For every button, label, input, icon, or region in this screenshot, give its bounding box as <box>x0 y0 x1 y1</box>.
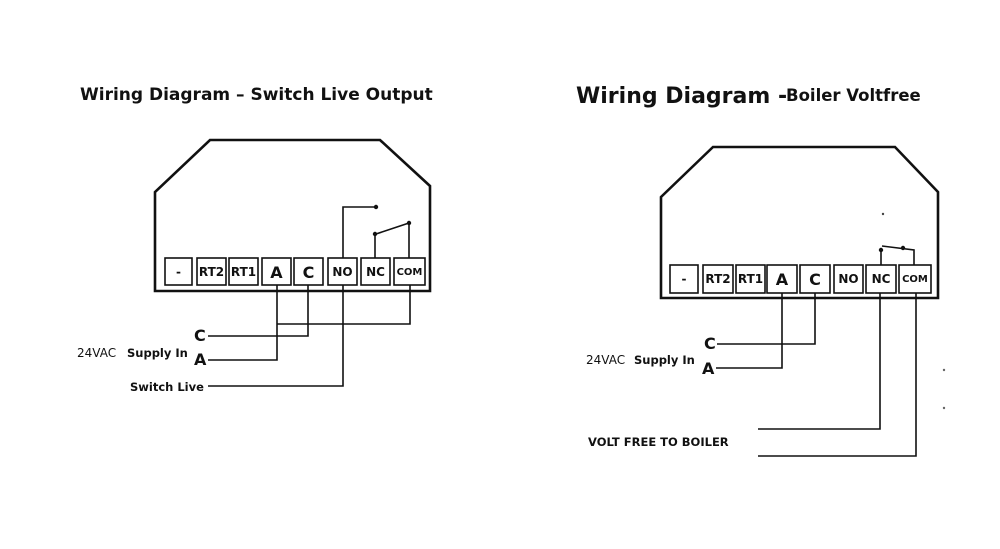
left-label-supply-in: Supply In <box>127 346 188 360</box>
right-relay-nc-contact <box>878 247 884 253</box>
right-terminal-nc <box>865 264 897 294</box>
right-terminal-minus-label: - <box>682 272 687 286</box>
right-terminal-com <box>898 264 932 294</box>
left-terminal-block: - RT2 RT1 A C NO NC COM <box>164 257 426 286</box>
left-terminal-a-label: A <box>270 263 283 282</box>
left-wire-a-to-com <box>277 285 411 325</box>
left-label-voltage: 24VAC <box>77 346 116 360</box>
left-diagram-title: Wiring Diagram – Switch Live Output <box>80 85 433 105</box>
right-terminal-rt1-label: RT1 <box>738 272 763 286</box>
right-terminal-no <box>833 264 864 294</box>
left-relay-no-contact <box>373 204 379 210</box>
right-terminal-c-label: C <box>809 270 821 289</box>
right-relay-no-contact <box>881 212 885 216</box>
right-label-voltage: 24VAC <box>586 353 625 367</box>
right-terminal-minus <box>669 264 699 294</box>
left-controller-housing <box>153 138 432 293</box>
left-terminal-rt2-label: RT2 <box>199 265 224 279</box>
right-wire-c <box>717 293 816 345</box>
right-wire-a <box>716 293 783 369</box>
right-label-volt-free: VOLT FREE TO BOILER <box>588 435 729 449</box>
left-label-a: A <box>194 350 207 369</box>
right-terminal-nc-label: NC <box>872 272 891 286</box>
right-label-a: A <box>702 359 715 378</box>
right-terminal-com-label: COM <box>902 274 928 285</box>
right-terminal-rt2-label: RT2 <box>705 272 730 286</box>
left-diagram: Wiring Diagram – Switch Live Output - RT… <box>77 85 433 394</box>
left-terminal-c-label: C <box>303 263 315 282</box>
right-wire-nc-to-boiler <box>758 293 881 430</box>
left-relay-no-lead <box>342 206 375 258</box>
left-wire-a <box>208 285 278 361</box>
left-terminal-nc-label: NC <box>366 265 385 279</box>
right-edge-mark <box>942 368 946 372</box>
right-relay-switch <box>878 212 915 265</box>
right-diagram-title: Wiring Diagram - <box>576 84 787 109</box>
right-diagram: Wiring Diagram - Boiler Voltfree - RT2 R… <box>576 84 946 457</box>
left-relay-switch <box>342 204 412 258</box>
right-terminal-rt1 <box>735 264 766 294</box>
left-terminal-a <box>261 257 292 286</box>
left-relay-com-pivot <box>406 220 412 226</box>
left-terminal-no <box>327 257 358 286</box>
right-controller-housing <box>659 145 940 300</box>
left-terminal-rt2 <box>196 257 227 286</box>
left-terminal-no-label: NO <box>332 265 352 279</box>
left-terminal-com-label: COM <box>397 267 423 278</box>
left-wiring <box>208 285 411 387</box>
right-wire-com-to-boiler <box>758 293 917 457</box>
left-terminal-minus-label: - <box>176 265 181 279</box>
left-terminal-rt1-label: RT1 <box>231 265 256 279</box>
right-label-c: C <box>704 334 716 353</box>
left-terminal-rt1 <box>228 257 259 286</box>
left-relay-nc-contact <box>372 231 378 237</box>
right-label-supply-in: Supply In <box>634 353 695 367</box>
right-diagram-subtitle: Boiler Voltfree <box>786 86 921 105</box>
left-label-switch-live: Switch Live <box>130 380 204 394</box>
right-terminal-a-label: A <box>776 270 789 289</box>
left-wire-switch-live <box>208 285 344 387</box>
right-relay-com-pivot <box>900 245 906 251</box>
right-terminal-a <box>766 264 798 294</box>
left-label-c: C <box>194 326 206 345</box>
right-relay-arm <box>881 245 915 265</box>
left-wire-c <box>208 285 309 337</box>
right-terminal-no-label: NO <box>838 272 858 286</box>
right-terminal-c <box>799 264 831 294</box>
right-edge-mark <box>942 406 946 410</box>
right-terminal-rt2 <box>702 264 734 294</box>
right-wiring <box>716 293 917 457</box>
right-terminal-block: - RT2 RT1 A C NO NC COM <box>669 264 932 294</box>
left-terminal-minus <box>164 257 193 286</box>
